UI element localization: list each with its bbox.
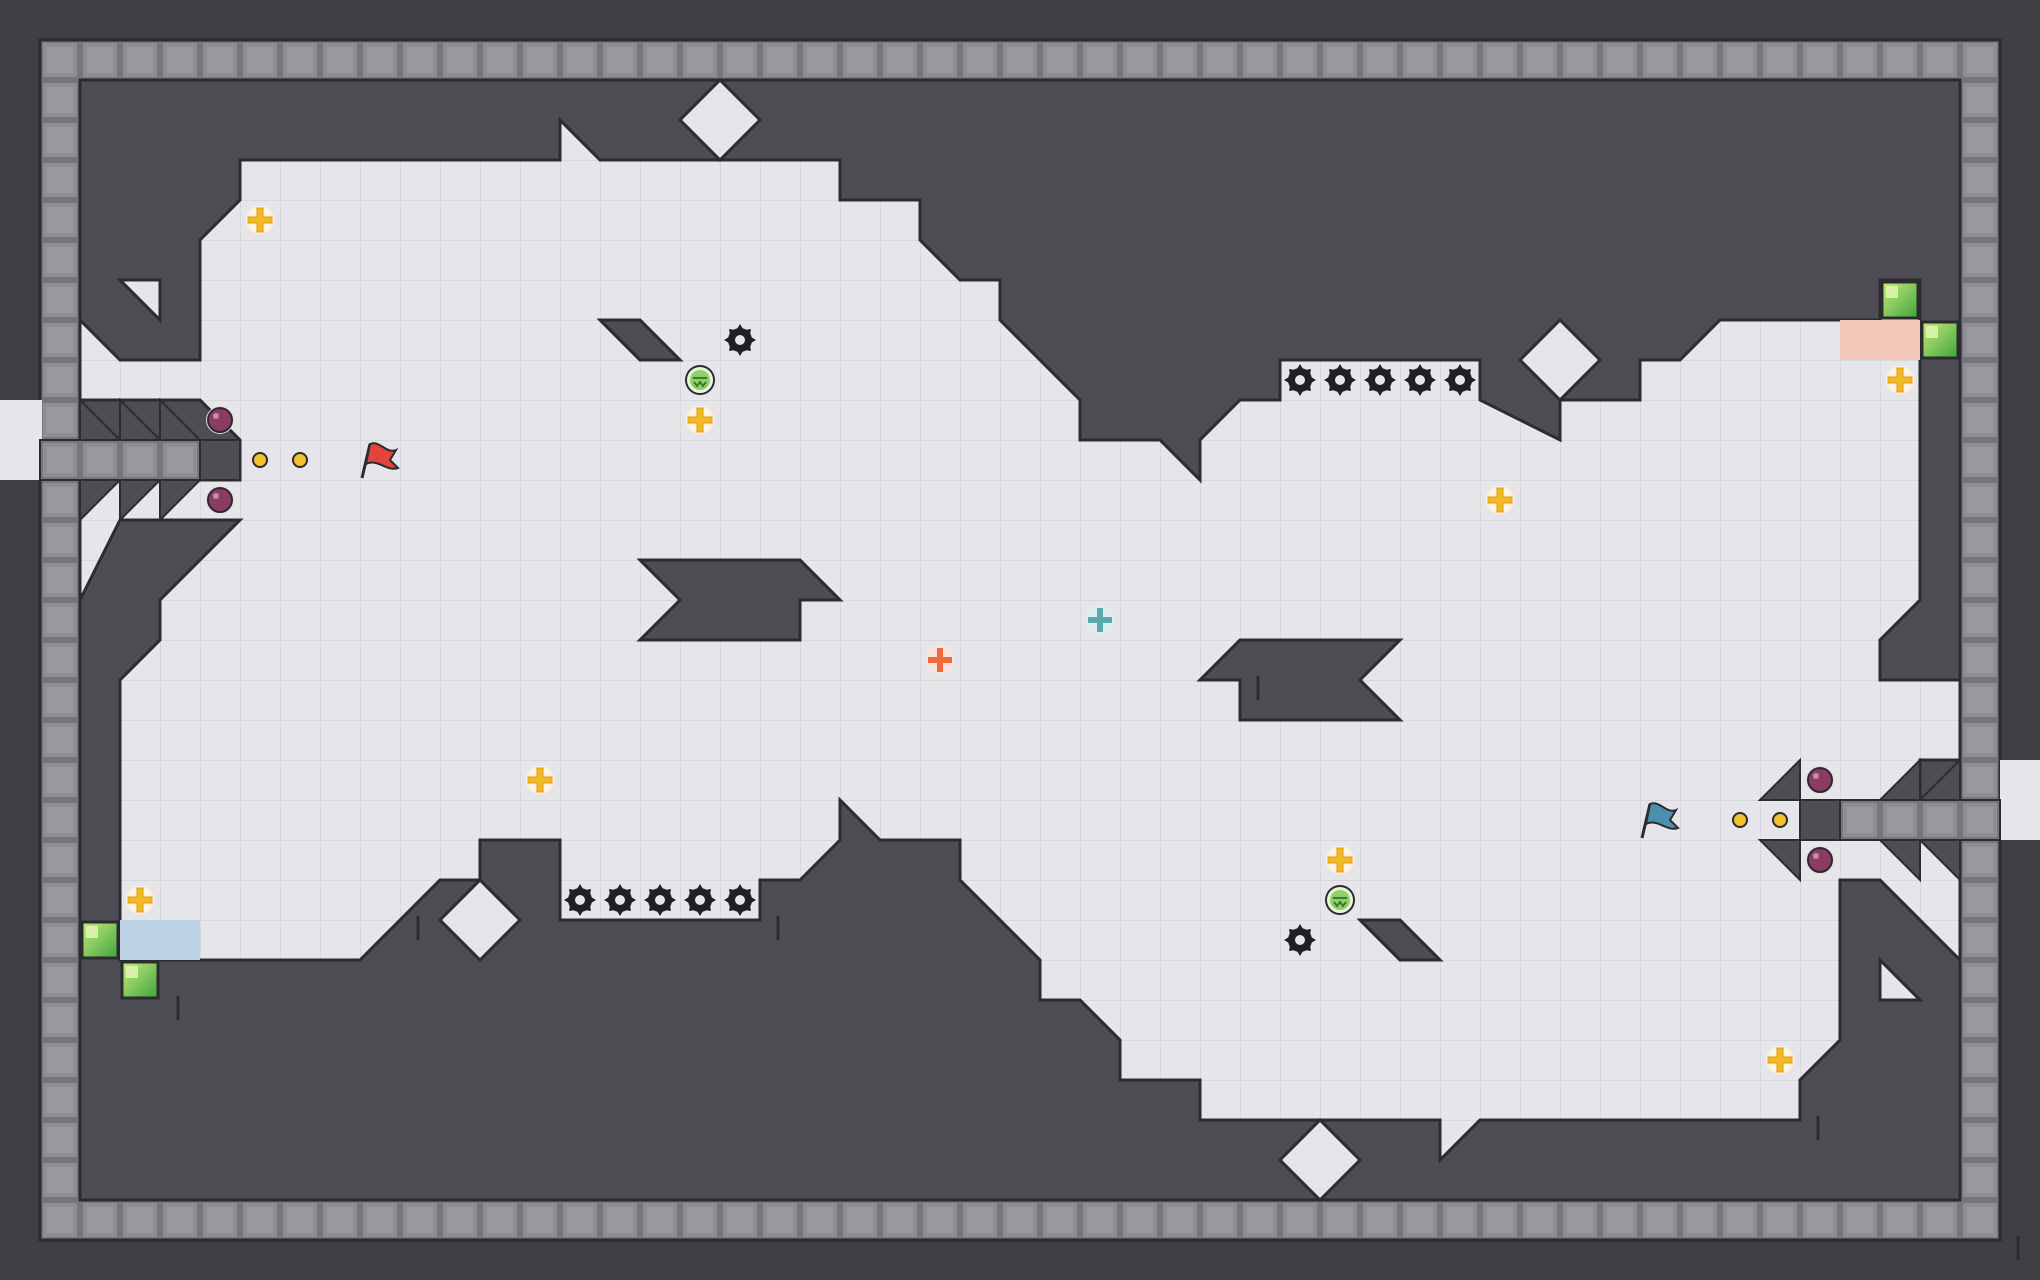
coin-icon (252, 452, 268, 468)
star-teal-icon (1086, 606, 1114, 634)
diamond-block (677, 77, 763, 163)
boost-tile-icon (120, 960, 160, 1000)
star-powerup-icon (1485, 485, 1515, 515)
left-gate (39, 397, 241, 523)
boost-tile-icon (1920, 320, 1960, 360)
star-powerup-icon (1325, 845, 1355, 875)
diamond-block (1277, 1117, 1363, 1203)
boost-tile-icon (1880, 280, 1920, 320)
right-gate (1757, 757, 2001, 883)
boost-tile-icon (80, 920, 120, 960)
portal-icon (1325, 885, 1355, 915)
diamond-block (1517, 317, 1603, 403)
star-powerup-icon (125, 885, 155, 915)
bomb-icon (205, 405, 235, 435)
star-powerup-icon (1885, 365, 1915, 395)
wall-obstacle (1196, 638, 1404, 722)
wall-obstacle (1356, 918, 1444, 962)
coin-icon (292, 452, 308, 468)
portal-icon (685, 365, 715, 395)
wall-obstacle (116, 278, 162, 324)
bomb-icon (205, 485, 235, 515)
wall-obstacle (1878, 956, 1924, 1002)
star-powerup-icon (525, 765, 555, 795)
star-powerup-icon (245, 205, 275, 235)
star-powerup-icon (1765, 1045, 1795, 1075)
wall-obstacle (596, 318, 684, 362)
blue-team-zone (120, 920, 200, 960)
red-flag-icon[interactable] (360, 442, 400, 479)
blue-flag-icon[interactable] (1640, 802, 1680, 839)
bomb-icon (1805, 765, 1835, 795)
star-powerup-icon (685, 405, 715, 435)
diamond-block (437, 877, 523, 963)
coin-icon (1732, 812, 1748, 828)
coin-icon (1772, 812, 1788, 828)
wall-obstacle (636, 558, 844, 642)
bomb-icon (1805, 845, 1835, 875)
star-orange-icon (926, 646, 954, 674)
tick-marks (176, 676, 2020, 1260)
red-team-zone (1840, 320, 1920, 360)
floor-area (78, 116, 1962, 1164)
